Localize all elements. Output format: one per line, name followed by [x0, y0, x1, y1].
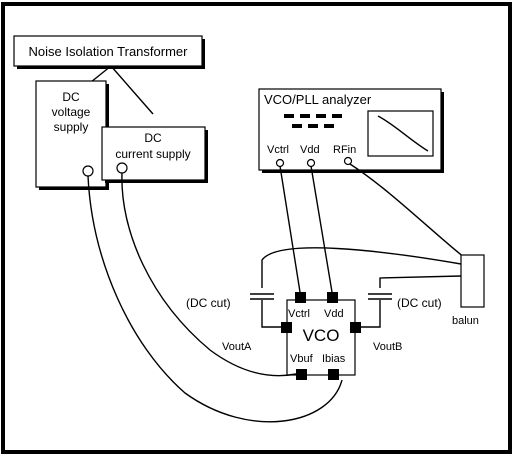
- analyzer-port-rfin-label: RFin: [333, 144, 356, 156]
- vco-pin-vdd-label: Vdd: [324, 308, 344, 320]
- vouta-wire-lower: [261, 300, 287, 328]
- vco-chip: Vctrl Vdd VCO Vbuf Ibias: [281, 292, 361, 380]
- vco-pin-vctrl-label: Vctrl: [288, 308, 310, 320]
- analyzer-screen: [367, 110, 434, 157]
- dc-current-supply-line1: DC: [144, 131, 162, 145]
- vco-pin-ibias-label: Ibias: [322, 353, 346, 365]
- analyzer-buttons: [284, 114, 342, 128]
- balun-label: balun: [452, 315, 479, 327]
- analyzer-vdd-port: [306, 158, 316, 168]
- analyzer-rfin-port: [343, 156, 353, 166]
- vco-pll-analyzer: VCO/PLL analyzer Vctrl Vdd RFin: [258, 88, 444, 173]
- analyzer-port-vctrl-label: Vctrl: [267, 144, 289, 156]
- vouta-label: VoutA: [222, 341, 252, 353]
- dc-voltage-supply: DC voltage supply: [35, 80, 109, 190]
- transformer-wire-current: [110, 65, 154, 115]
- voutb-wire-lower: [355, 300, 381, 328]
- dc-cut-capacitor-right: [368, 293, 392, 300]
- vco-pin-vctrl: [295, 292, 306, 303]
- rfin-wire: [349, 163, 466, 259]
- dc-current-supply-line2: current supply: [115, 147, 190, 161]
- vco-pin-ibias: [328, 369, 339, 380]
- dc-current-supply: DC current supply: [101, 126, 208, 183]
- vco-pin-vbuf: [296, 369, 307, 380]
- vco-pin-voutb: [350, 322, 361, 333]
- dc-cut-capacitor-left: [250, 293, 274, 300]
- current-supply-output-port: [116, 162, 128, 174]
- dc-cut-left-label: (DC cut): [186, 296, 231, 310]
- analyzer-title: VCO/PLL analyzer: [264, 92, 372, 107]
- analyzer-vctrl-port: [275, 158, 285, 168]
- noise-transformer-label: Noise Isolation Transformer: [29, 44, 189, 59]
- current-supply-cable: [121, 172, 297, 377]
- vco-pin-vouta: [281, 322, 292, 333]
- voltage-supply-output-port: [82, 165, 94, 177]
- vco-pin-vdd: [327, 292, 338, 303]
- vco-pin-vbuf-label: Vbuf: [290, 353, 314, 365]
- vouta-wire-upper: [261, 247, 462, 288]
- voutb-wire-upper: [379, 275, 462, 288]
- dc-voltage-supply-line1: DC: [62, 90, 80, 104]
- dc-cut-right-label: (DC cut): [397, 296, 442, 310]
- vctrl-wire: [279, 165, 301, 293]
- dc-voltage-supply-line3: supply: [54, 120, 89, 134]
- voltage-supply-cable: [87, 175, 343, 423]
- voutb-label: VoutB: [373, 341, 402, 353]
- vco-label: VCO: [303, 326, 340, 345]
- vdd-wire: [310, 165, 333, 293]
- analyzer-curve: [377, 115, 429, 152]
- balun: balun: [452, 254, 485, 327]
- dc-voltage-supply-line2: voltage: [52, 105, 91, 119]
- noise-isolation-transformer: Noise Isolation Transformer: [13, 35, 205, 69]
- analyzer-port-vdd-label: Vdd: [300, 144, 320, 156]
